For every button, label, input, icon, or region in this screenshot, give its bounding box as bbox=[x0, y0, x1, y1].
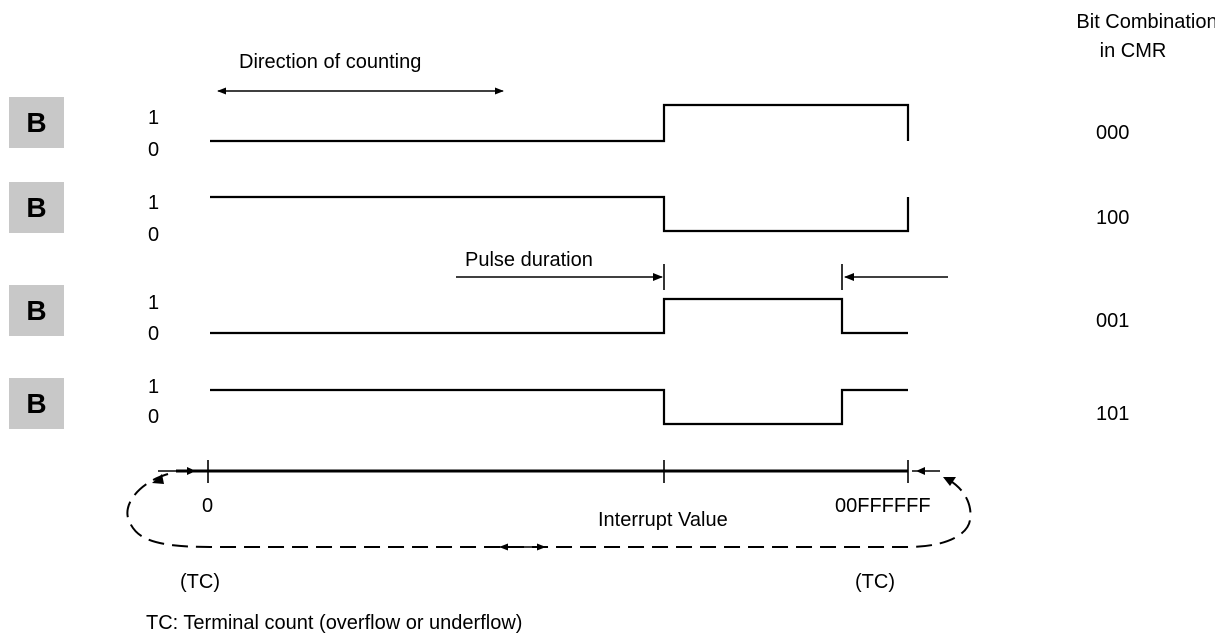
pulse-duration-label: Pulse duration bbox=[465, 249, 593, 271]
signal-b-label-4: B bbox=[26, 387, 47, 419]
level-low-4: 0 bbox=[148, 406, 160, 428]
footnote: TC: Terminal count (overflow or underflo… bbox=[146, 612, 523, 634]
level-high-1: 1 bbox=[148, 107, 160, 129]
waveform-101 bbox=[210, 388, 908, 426]
axis-max-label: 00FFFFFF bbox=[835, 495, 931, 517]
wraparound-loop bbox=[126, 473, 972, 548]
level-low-1: 0 bbox=[148, 139, 160, 161]
level-low-2: 0 bbox=[148, 224, 160, 246]
waveform-001 bbox=[210, 297, 908, 335]
level-high-4: 1 bbox=[148, 376, 160, 398]
in-cmr-label: in CMR bbox=[1099, 40, 1167, 62]
cmr-code-4: 101 bbox=[1096, 403, 1130, 425]
signal-b-label-2: B bbox=[26, 191, 47, 223]
level-high-3: 1 bbox=[148, 292, 160, 314]
direction-label: Direction of counting bbox=[239, 51, 422, 73]
cmr-code-3: 001 bbox=[1096, 310, 1130, 332]
waveform-100 bbox=[210, 195, 910, 233]
axis-start-arrowhead bbox=[187, 467, 196, 475]
signal-b-label-1: B bbox=[26, 106, 47, 138]
axis-interrupt-label: Interrupt Value bbox=[598, 509, 728, 531]
level-low-3: 0 bbox=[148, 323, 160, 345]
signal-b-box-3: B bbox=[9, 285, 64, 336]
signal-b-label-3: B bbox=[26, 294, 47, 326]
waveform-000 bbox=[210, 103, 910, 143]
cmr-code-2: 100 bbox=[1096, 207, 1130, 229]
axis-zero-label: 0 bbox=[202, 495, 214, 517]
tc-left-label: (TC) bbox=[180, 571, 220, 593]
loop-left-arrowhead bbox=[152, 474, 164, 484]
axis-end-arrowhead bbox=[916, 467, 925, 475]
bit-combination-label: Bit Combination bbox=[1076, 11, 1215, 33]
signal-b-box-4: B bbox=[9, 378, 64, 429]
signal-b-box-2: B bbox=[9, 182, 64, 233]
loop-right-arrowhead bbox=[943, 477, 956, 486]
tc-right-label: (TC) bbox=[855, 571, 895, 593]
cmr-code-1: 000 bbox=[1096, 122, 1130, 144]
level-high-2: 1 bbox=[148, 192, 160, 214]
signal-b-box-1: B bbox=[9, 97, 64, 148]
